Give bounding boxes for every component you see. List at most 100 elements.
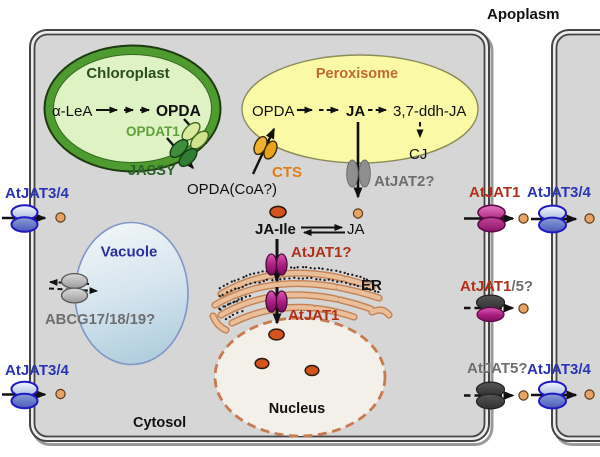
- ja-molecule-dot: [330, 269, 333, 272]
- atjat5-transporter-icon: [475, 381, 506, 410]
- ja-molecule-dot: [248, 294, 252, 298]
- ja-molecule-dot: [55, 212, 66, 223]
- ja-molecule-dot: [339, 270, 342, 274]
- peroxisome: Peroxisome OPDA JA 3,7-ddh-JA CJ CTS AtJ…: [241, 54, 479, 199]
- ja-molecule-dot: [218, 287, 221, 290]
- neighbor-membrane-top: AtJAT3/4: [527, 184, 595, 234]
- ja-molecule-dot: [262, 280, 265, 283]
- abcg-transporter-icon: [60, 272, 89, 304]
- ja-molecule-dot: [289, 266, 293, 269]
- ja-molecule-dot: [355, 274, 358, 278]
- nucleus: Nucleus: [213, 316, 387, 438]
- oval-shape: [10, 392, 39, 410]
- ja-molecule-dot: [288, 277, 291, 280]
- ja-cytosol-label: JA: [347, 221, 365, 238]
- oval-shape: [476, 306, 505, 323]
- ja-molecule-dot: [240, 298, 243, 301]
- er: ER: [209, 265, 393, 334]
- atjat34-left-top-label: AtJAT3/4: [5, 185, 70, 202]
- oval-shape: [10, 216, 39, 233]
- ja-molecule-dot: [319, 278, 322, 281]
- chloroplast: Chloroplast α-LeA OPDA OPDAT1 JASSY OPDA…: [43, 44, 277, 198]
- ja-molecule-dot: [326, 268, 329, 271]
- oval-shape: [263, 140, 278, 160]
- cj-label: CJ: [409, 146, 427, 163]
- ja-molecule-dot: [313, 267, 316, 270]
- opda-peroxisome-label: OPDA: [252, 103, 295, 120]
- ja-molecule-dot: [310, 276, 313, 280]
- ja-molecule-dot: [301, 277, 305, 280]
- jassy-transporter-icon: [169, 138, 198, 168]
- atjat34-transporter-icon: [538, 204, 567, 234]
- ddh-ja-label: 3,7-ddh-JA: [393, 103, 466, 120]
- atjat2-label: AtJAT2?: [374, 173, 435, 190]
- cts-label: CTS: [272, 164, 302, 181]
- ja-ile-molecule: [268, 328, 285, 341]
- ja-molecule-dot: [362, 277, 366, 280]
- ja-molecule-dot: [351, 273, 354, 276]
- ja-molecule-dot: [349, 283, 352, 286]
- ja-molecule-dot: [352, 208, 364, 219]
- ja-molecule-dot: [228, 315, 231, 319]
- ja-molecule-dot: [327, 278, 330, 281]
- ja-molecule-dot: [362, 286, 365, 289]
- ja-molecule-dot: [584, 213, 595, 224]
- atjat1-er-transporter-icon: [265, 290, 288, 313]
- ja-peroxisome-label: JA: [346, 103, 365, 120]
- shape-path: [218, 292, 374, 318]
- ja-molecule-dot: [335, 269, 338, 272]
- oval-shape: [169, 138, 189, 159]
- ja-molecule-dot: [370, 280, 373, 283]
- ja-molecule-dot: [518, 213, 529, 224]
- shape-path: [210, 313, 229, 333]
- atjat15-label: AtJAT1/5?: [460, 278, 533, 295]
- ja-molecule-dot: [229, 302, 232, 305]
- ja-molecule-dot: [237, 278, 240, 281]
- ja-molecule-dot: [271, 279, 274, 282]
- ja-molecule-dot: [257, 271, 260, 274]
- ja-molecule-dot: [309, 266, 312, 270]
- atjat1-right-label: AtJAT1: [469, 184, 520, 201]
- ja-molecule-dot: [297, 277, 300, 280]
- cytosol-hub: JA-Ile JA AtJAT1? AtJAT1: [254, 205, 365, 377]
- ja-molecule-dot: [240, 296, 243, 300]
- atjat34-transporter-icon: [10, 204, 39, 233]
- ja-molecule-dot: [340, 280, 343, 284]
- ja-molecule-dot: [244, 295, 247, 298]
- er-ribosome-dots: [218, 265, 380, 321]
- ja-molecule-dot: [346, 272, 350, 276]
- cell-body: [555, 33, 600, 438]
- ja-molecule-dot: [279, 278, 282, 281]
- ja-molecule-dot: [218, 294, 221, 298]
- ja-ile-label: JA-Ile: [255, 221, 296, 238]
- ja-molecule-dot: [232, 301, 235, 304]
- ja-molecule-dot: [293, 266, 296, 270]
- chloroplast-label: Chloroplast: [86, 65, 169, 82]
- ja-molecule-dot: [365, 286, 368, 290]
- ja-ile-molecule: [254, 357, 270, 370]
- ja-molecule-dot: [323, 278, 326, 282]
- opda-coa-label: OPDA(CoA?): [187, 181, 277, 198]
- atjat1-transporter-icon: [477, 204, 506, 233]
- ja-molecule-dot: [296, 266, 299, 269]
- peroxisome-label: Peroxisome: [316, 66, 398, 82]
- ja-molecule-dot: [331, 279, 334, 282]
- ja-molecule-dot: [241, 310, 244, 313]
- ja-molecule-dot: [301, 265, 305, 269]
- ja-molecule-dot: [221, 293, 224, 297]
- ja-molecule-dot: [584, 389, 595, 400]
- ja-molecule-dot: [253, 281, 257, 284]
- oval-shape: [178, 147, 198, 168]
- ja-molecule-dot: [305, 276, 309, 280]
- ja-molecule-dot: [224, 317, 228, 321]
- jassy-label: JASSY: [128, 163, 176, 179]
- nucleus-label: Nucleus: [269, 401, 325, 417]
- atjat34-left-bottom-label: AtJAT3/4: [5, 362, 70, 379]
- ja-molecule-dot: [317, 266, 321, 270]
- ja-molecule-dot: [344, 281, 348, 285]
- atjat1-er-label: AtJAT1: [288, 307, 339, 324]
- vacuole: Vacuole ABCG17/18/19?: [45, 221, 189, 366]
- alpha-lea-label: α-LeA: [52, 103, 92, 120]
- cytosol-label: Cytosol: [133, 415, 186, 431]
